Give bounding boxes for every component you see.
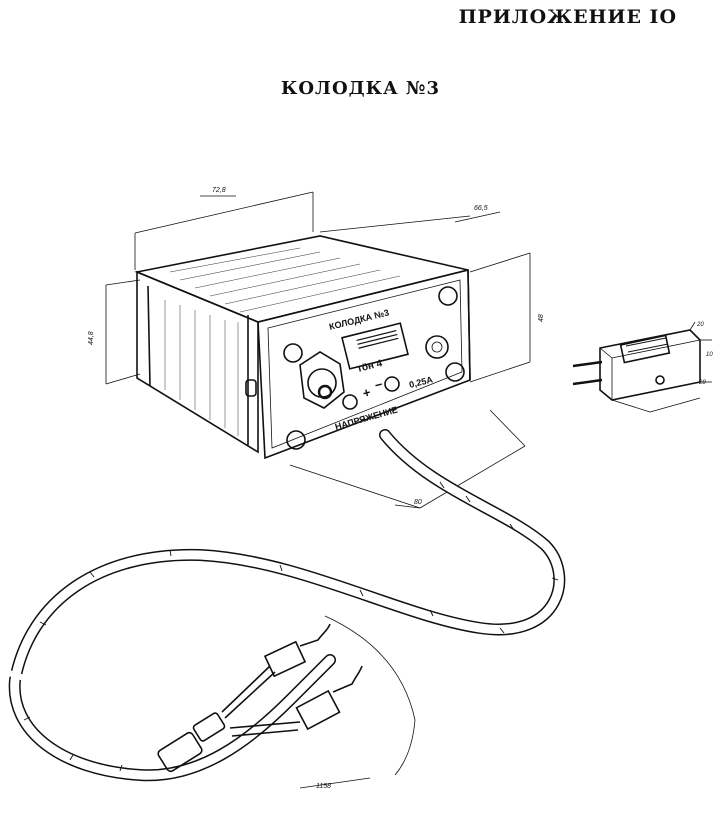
fuse-label: 0,25A bbox=[408, 374, 434, 390]
dimension-labels: 72,8 66,5 44,8 48 80 20 10 28 1158 bbox=[88, 187, 713, 790]
appendix-label: ПРИЛОЖЕНИЕ IO bbox=[458, 6, 677, 28]
dim-cable: 80 bbox=[414, 499, 422, 506]
drawing-title: КОЛОДКА №3 bbox=[280, 78, 441, 99]
dim-plug-bottom: 28 bbox=[698, 380, 706, 386]
plus-label: + bbox=[361, 384, 372, 400]
dim-height-right: 48 bbox=[538, 314, 545, 322]
switch-knob-icon bbox=[317, 384, 333, 400]
dim-width: 72,8 bbox=[212, 187, 226, 194]
minus-label: − bbox=[373, 376, 384, 392]
screw-icon bbox=[438, 286, 458, 306]
cable bbox=[5, 429, 566, 782]
screw-icon bbox=[283, 343, 303, 363]
leads bbox=[157, 623, 363, 773]
device-box bbox=[134, 235, 471, 454]
switch-label: тöн 4 bbox=[356, 358, 384, 375]
socket-icon bbox=[341, 322, 409, 370]
minus-terminal-icon bbox=[384, 376, 400, 392]
dim-lead: 1158 bbox=[316, 783, 331, 790]
dimension-lines bbox=[105, 191, 531, 789]
screw-icon bbox=[286, 430, 306, 450]
front-panel: КОЛОДКА №3 тöн 4 + − 0,25A НАПРЯЖЕНИЕ bbox=[257, 268, 471, 460]
dim-height-left: 44,8 bbox=[88, 331, 95, 345]
voltage-label: НАПРЯЖЕНИЕ bbox=[334, 404, 399, 431]
fuse-holder-icon bbox=[425, 335, 449, 359]
dim-depth: 66,5 bbox=[474, 205, 488, 212]
dim-plug-top: 20 bbox=[696, 322, 704, 328]
plus-terminal-icon bbox=[342, 394, 358, 410]
splitter-icon bbox=[157, 731, 203, 773]
plug-icon bbox=[263, 640, 307, 678]
plug-detail bbox=[572, 321, 712, 413]
dim-plug-side: 10 bbox=[706, 352, 713, 358]
screw-icon bbox=[445, 362, 465, 382]
plug-icon bbox=[295, 689, 341, 731]
